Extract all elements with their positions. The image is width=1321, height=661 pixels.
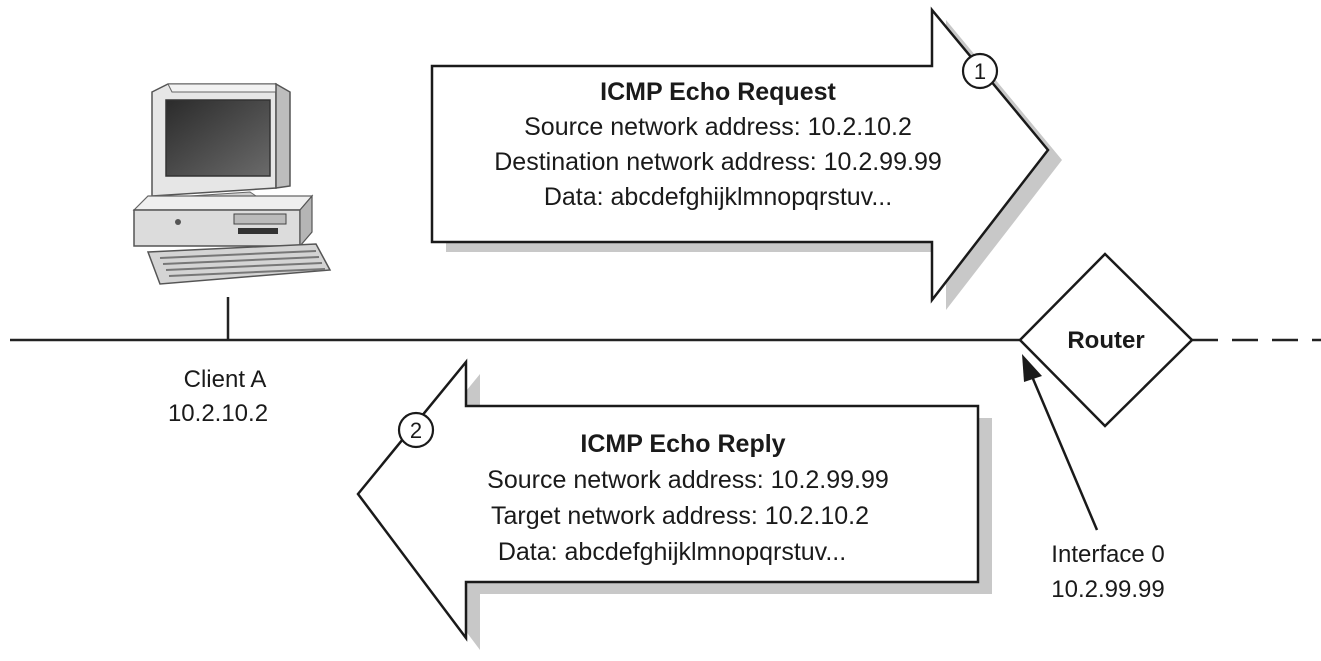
- interface-pointer-arrow: [1022, 354, 1099, 531]
- router-node: Router: [1018, 252, 1194, 428]
- reply-data-line: Data: abcdefghijklmnopqrstuv...: [498, 538, 846, 566]
- request-data-line: Data: abcdefghijklmnopqrstuv...: [544, 183, 892, 211]
- echo-request-arrow: 1 ICMP Echo Request Source network addre…: [430, 6, 1062, 310]
- client-address-label: 10.2.10.2: [168, 400, 268, 427]
- echo-reply-arrow: 2 ICMP Echo Reply Source network address…: [356, 358, 992, 650]
- desktop-computer-icon: [132, 82, 332, 285]
- client-name-label: Client A: [184, 366, 267, 393]
- request-source-line: Source network address: 10.2.10.2: [524, 113, 912, 141]
- step-1-number: 1: [974, 59, 986, 84]
- step-2-badge: [397, 411, 435, 449]
- reply-target-line: Target network address: 10.2.10.2: [491, 502, 869, 530]
- reply-source-line: Source network address: 10.2.99.99: [487, 466, 889, 494]
- interface-address-label: 10.2.99.99: [1051, 576, 1164, 603]
- router-label: Router: [1067, 327, 1144, 354]
- reply-title: ICMP Echo Reply: [580, 430, 785, 458]
- interface-name-label: Interface 0: [1051, 541, 1164, 568]
- step-1-badge: [961, 52, 999, 90]
- request-title: ICMP Echo Request: [600, 78, 836, 106]
- request-destination-line: Destination network address: 10.2.99.99: [494, 148, 942, 176]
- step-2-number: 2: [410, 418, 422, 443]
